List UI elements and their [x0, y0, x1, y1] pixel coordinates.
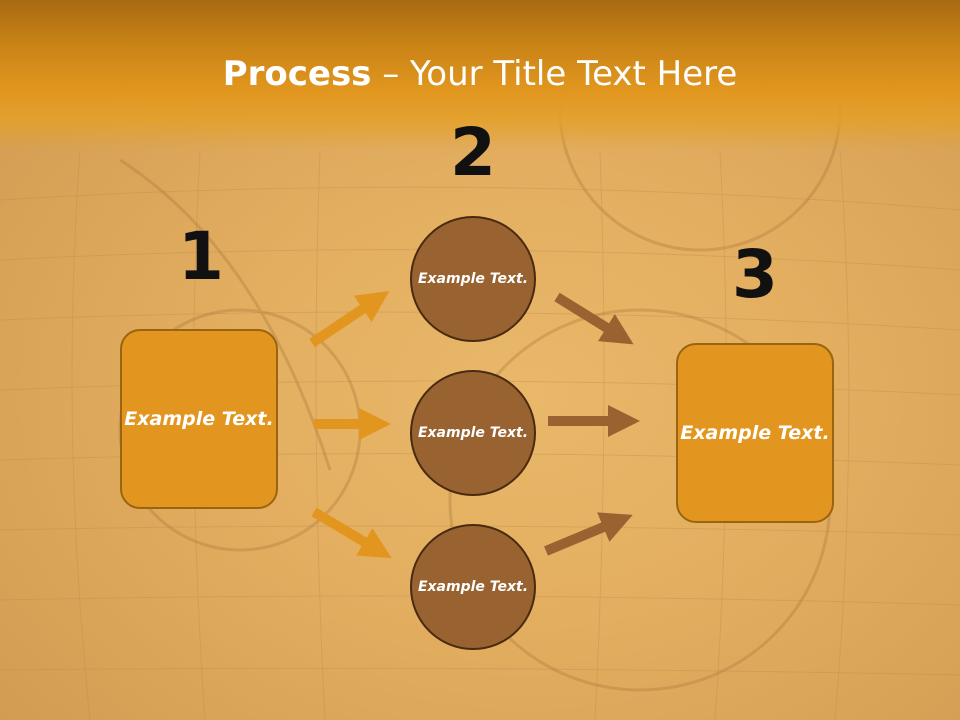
step-number-1: 1	[178, 218, 224, 295]
step-2-circle-middle: Example Text.	[410, 370, 536, 496]
arrow-circle-bottom-to-box3	[544, 512, 633, 556]
arrow-circle-top-to-box3	[554, 292, 634, 345]
title-banner	[0, 0, 960, 150]
slide-title: Process – Your Title Text Here	[0, 52, 960, 96]
step-2-circle-top: Example Text.	[410, 216, 536, 342]
step-1-box: Example Text.	[120, 329, 278, 509]
title-rest: – Your Title Text Here	[371, 54, 738, 94]
step-2-circle-bottom: Example Text.	[410, 524, 536, 650]
arrow-box1-to-circle-bottom	[311, 507, 392, 559]
step-number-3: 3	[732, 236, 778, 313]
step-3-box: Example Text.	[676, 343, 834, 523]
title-strong: Process	[222, 54, 372, 94]
step-number-2: 2	[450, 114, 496, 191]
arrow-box1-to-circle-top	[309, 291, 390, 348]
